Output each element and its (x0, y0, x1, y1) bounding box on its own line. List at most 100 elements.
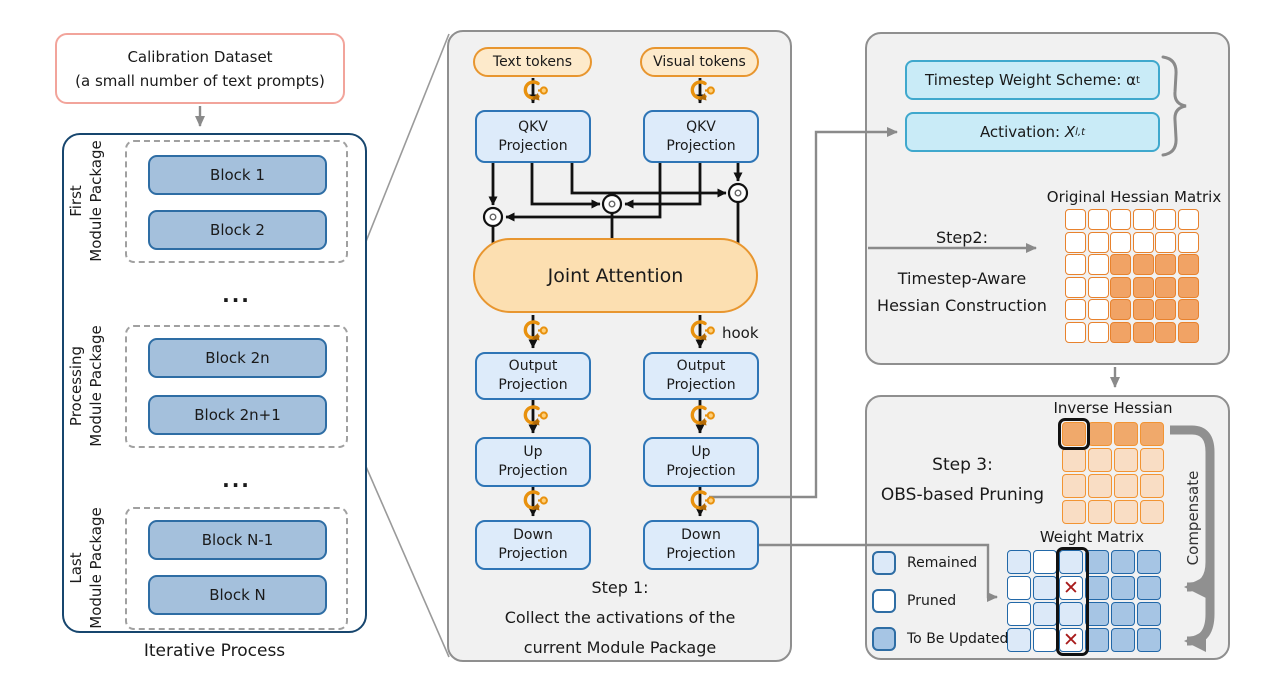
matrix-cell (1140, 422, 1164, 446)
matrix-cell (1065, 254, 1086, 275)
legend-remained: Remained (872, 551, 977, 575)
matrix-cell (1177, 231, 1199, 253)
matrix-cell (1065, 299, 1086, 320)
step1-caption: Step 1: Collect the activations of the c… (504, 578, 736, 657)
block-n: Block N (148, 575, 327, 615)
block-1: Block 1 (148, 155, 327, 195)
matrix-cell (1065, 231, 1086, 253)
matrix-cell (1155, 209, 1176, 230)
first-module-package-label: First Module Package (66, 140, 105, 262)
compensate-label: Compensate (1184, 470, 1202, 566)
remained-swatch (872, 551, 896, 575)
matrix-cell (1132, 321, 1154, 343)
matrix-cell (1085, 550, 1109, 574)
step3-caption: Step 3: OBS-based Pruning (880, 455, 1045, 505)
matrix-cell (1140, 474, 1164, 498)
pruned-cross-icon: ✕ (1063, 628, 1079, 651)
matrix-cell (1155, 276, 1176, 298)
matrix-cell (1087, 276, 1109, 298)
matrix-cell (1007, 576, 1031, 600)
matrix-cell (1088, 474, 1112, 498)
to-be-updated-swatch (872, 627, 896, 651)
matrix-cell (1111, 628, 1135, 652)
matrix-cell (1065, 209, 1086, 230)
matrix-cell: ✕ (1059, 576, 1083, 600)
matrix-cell (1110, 231, 1131, 253)
matrix-cell (1062, 500, 1086, 524)
matrix-cell (1007, 550, 1031, 574)
iterative-process-caption: Iterative Process (143, 641, 286, 661)
matrix-cell (1110, 276, 1131, 298)
matrix-cell (1085, 602, 1109, 626)
text-tokens-pill: Text tokens (473, 47, 592, 77)
matrix-cell (1087, 209, 1109, 230)
inverse-hessian-highlight-cell (1058, 418, 1090, 450)
weight-matrix: ✕✕ (1007, 550, 1161, 652)
matrix-cell (1132, 276, 1154, 298)
block-n-1: Block N-1 (148, 520, 327, 560)
inverse-hessian-matrix (1062, 422, 1164, 524)
matrix-cell (1110, 209, 1131, 230)
matrix-cell (1033, 576, 1057, 600)
matrix-cell (1065, 276, 1086, 298)
calibration-dataset-box: Calibration Dataset (a small number of t… (55, 33, 345, 104)
matrix-cell (1062, 448, 1086, 472)
matrix-cell (1155, 299, 1176, 320)
matrix-cell (1140, 448, 1164, 472)
matrix-cell (1062, 474, 1086, 498)
matrix-cell (1110, 321, 1131, 343)
matrix-cell (1085, 576, 1109, 600)
matrix-cell (1177, 299, 1199, 320)
matrix-cell (1114, 500, 1138, 524)
calibration-line2: (a small number of text prompts) (75, 71, 325, 90)
matrix-cell (1137, 602, 1161, 626)
matrix-cell (1177, 209, 1199, 230)
matrix-cell (1065, 321, 1086, 343)
matrix-cell (1132, 254, 1154, 275)
original-hessian-title: Original Hessian Matrix (1046, 188, 1222, 206)
matrix-cell (1177, 276, 1199, 298)
matrix-cell (1114, 474, 1138, 498)
weight-matrix-pruned-column-frame (1055, 546, 1089, 656)
matrix-cell (1132, 231, 1154, 253)
right-bottom-panel (865, 395, 1230, 660)
legend-pruned: Pruned (872, 589, 956, 613)
matrix-cell (1059, 550, 1083, 574)
matrix-cell (1088, 448, 1112, 472)
step2-caption: Step2: Timestep-Aware Hessian Constructi… (877, 228, 1047, 315)
last-module-package-label: Last Module Package (66, 507, 105, 629)
matrix-cell (1137, 628, 1161, 652)
matrix-cell (1087, 231, 1109, 253)
visual-tokens-pill: Visual tokens (640, 47, 759, 77)
block-2: Block 2 (148, 210, 327, 250)
matrix-cell (1155, 321, 1176, 343)
matrix-cell (1132, 209, 1154, 230)
matrix-cell (1111, 550, 1135, 574)
matrix-cell (1177, 321, 1199, 343)
original-hessian-matrix (1065, 209, 1199, 343)
matrix-cell (1155, 231, 1176, 253)
matrix-cell (1111, 576, 1135, 600)
matrix-cell (1087, 254, 1109, 275)
matrix-cell (1155, 254, 1176, 275)
joint-attention-pill: Joint Attention (473, 238, 758, 313)
matrix-cell (1177, 254, 1199, 275)
matrix-cell (1137, 550, 1161, 574)
inverse-hessian-title: Inverse Hessian (1053, 399, 1173, 417)
matrix-cell (1087, 321, 1109, 343)
block-2n: Block 2n (148, 338, 327, 378)
pruned-cross-icon: ✕ (1063, 576, 1079, 599)
weight-matrix-title: Weight Matrix (1039, 528, 1145, 546)
matrix-cell (1059, 602, 1083, 626)
ellipsis: ... (222, 283, 251, 307)
matrix-cell (1114, 448, 1138, 472)
